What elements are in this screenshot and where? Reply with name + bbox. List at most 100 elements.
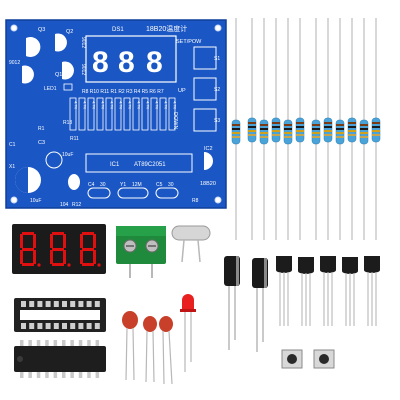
mounting-hole [10, 196, 18, 204]
resistor-footprint-value: 4.7K [74, 101, 79, 110]
resistor-group [231, 18, 381, 240]
transistor-body [364, 256, 380, 273]
chip-pin-bottom [87, 372, 91, 378]
chip-pin-top [20, 340, 24, 346]
resistor-band [296, 122, 304, 124]
crystal-lead [181, 239, 185, 263]
socket-pin-top [29, 301, 35, 307]
resistor-footprint [105, 97, 113, 131]
transistor-footprint-q1b [62, 61, 74, 80]
display-footprint-digit: 8 [92, 46, 109, 79]
electrolytic-capacitors [224, 256, 268, 352]
resistor-band [260, 128, 268, 130]
resistor-band [272, 126, 280, 128]
resistor-band [312, 132, 320, 134]
resistor-footprint-value: 4.7K [146, 101, 151, 110]
resistor-band [248, 126, 256, 128]
pcb-label-9012a: 9012 [9, 60, 20, 66]
ic1-footprint [85, 153, 193, 173]
resistor-footprint-value: 4.7K [173, 101, 178, 110]
socket-pin-top [62, 301, 67, 307]
pcb-label-s2: S2 [214, 87, 220, 93]
resistor-footprint [141, 97, 149, 131]
resistor-footprint [69, 97, 77, 131]
resistor-band [372, 126, 380, 128]
resistor-footprint [87, 97, 95, 131]
crystal-footprint-y1 [117, 187, 149, 199]
chip-pin-bottom [20, 372, 24, 378]
pcb-label-r1: R1 [38, 126, 45, 132]
segment-b [33, 234, 36, 248]
resistor-band [348, 130, 356, 132]
pcb-label-ic1: IC1 [110, 162, 120, 168]
resistor-band [360, 128, 368, 130]
resistor-band [296, 130, 304, 132]
capacitor-footprint-c4 [68, 174, 80, 190]
socket-pin-bottom [45, 323, 51, 329]
resistor-band [232, 128, 240, 130]
chip-pin-top [78, 340, 83, 346]
resistor-band [260, 132, 268, 134]
resistor-footprint [132, 97, 140, 131]
segment-c [93, 250, 96, 264]
crystal-oscillator [171, 225, 211, 263]
resistor-band [324, 134, 332, 136]
resistor-band [248, 134, 256, 136]
chip-pin-top [45, 340, 49, 346]
segment-b [93, 234, 96, 248]
chip-pin-bottom [45, 372, 49, 378]
pcb-label-c1: C1 [9, 142, 16, 148]
pcb-label-r14: 104 [60, 202, 69, 208]
pcb-label-q1: Q1 [55, 72, 62, 78]
resistor-band [232, 124, 240, 126]
segment-b [63, 234, 66, 248]
led-flange [180, 309, 196, 312]
resistor-band [260, 136, 268, 138]
segment-c [33, 250, 36, 264]
transistor-body [276, 256, 292, 273]
mounting-hole [214, 24, 222, 32]
pcb-label-ic1-part: AT89C2051 [134, 162, 166, 168]
ceramic-cap-lead [152, 330, 155, 383]
pcb-label-c5-val: 30 [168, 182, 174, 188]
socket-pin-top [45, 301, 51, 307]
pcb-label-y1: Y1 [120, 182, 126, 188]
ceramic-cap-lead [162, 330, 165, 385]
resistor-footprint [150, 97, 158, 131]
pcb-label-c3-val: 10uF [62, 152, 73, 158]
display-footprint: 8 8 8 [85, 35, 177, 83]
segment-c [63, 250, 66, 264]
transistor-footprint-q3 [26, 37, 41, 57]
segment-dp [97, 263, 101, 267]
tact-switch-button [287, 354, 297, 364]
resistor-footprint [168, 97, 176, 131]
screw-terminal [116, 226, 166, 278]
pcb-label-ic2-part: 18B20 [200, 181, 216, 187]
socket-pin-bottom [86, 323, 92, 329]
resistor-footprint [123, 97, 131, 131]
electrolytic-cap-stripe [236, 256, 239, 286]
resistor-band [312, 136, 320, 138]
pcb-label-resistor-row: R8 R10 R11 R1 R2 R3 R4 R5 R6 R7 [82, 89, 164, 95]
capacitor-footprint-c3 [45, 151, 63, 169]
resistor-footprint-value: 4.7K [119, 101, 124, 110]
socket-pin-bottom [21, 323, 26, 329]
pcb-label-r12: R12 [72, 202, 81, 208]
resistor-band [272, 130, 280, 132]
segment-e [50, 250, 53, 264]
socket-pin-top [37, 301, 43, 307]
segment-dp [37, 263, 41, 267]
resistor-band [324, 126, 332, 128]
segment-e [20, 250, 23, 264]
socket-pin-bottom [62, 323, 67, 329]
pcb-label-down: DOWN [172, 112, 178, 129]
segment-g [52, 248, 64, 251]
resistor-footprint-value: 4.7K [164, 101, 169, 110]
ic2-footprint [204, 152, 213, 170]
switch-footprint-s2 [193, 77, 217, 101]
resistor-footprint [159, 97, 167, 131]
resistor-band [296, 126, 304, 128]
segment-a [82, 232, 94, 235]
pcb-label-q3: Q3 [38, 27, 45, 33]
